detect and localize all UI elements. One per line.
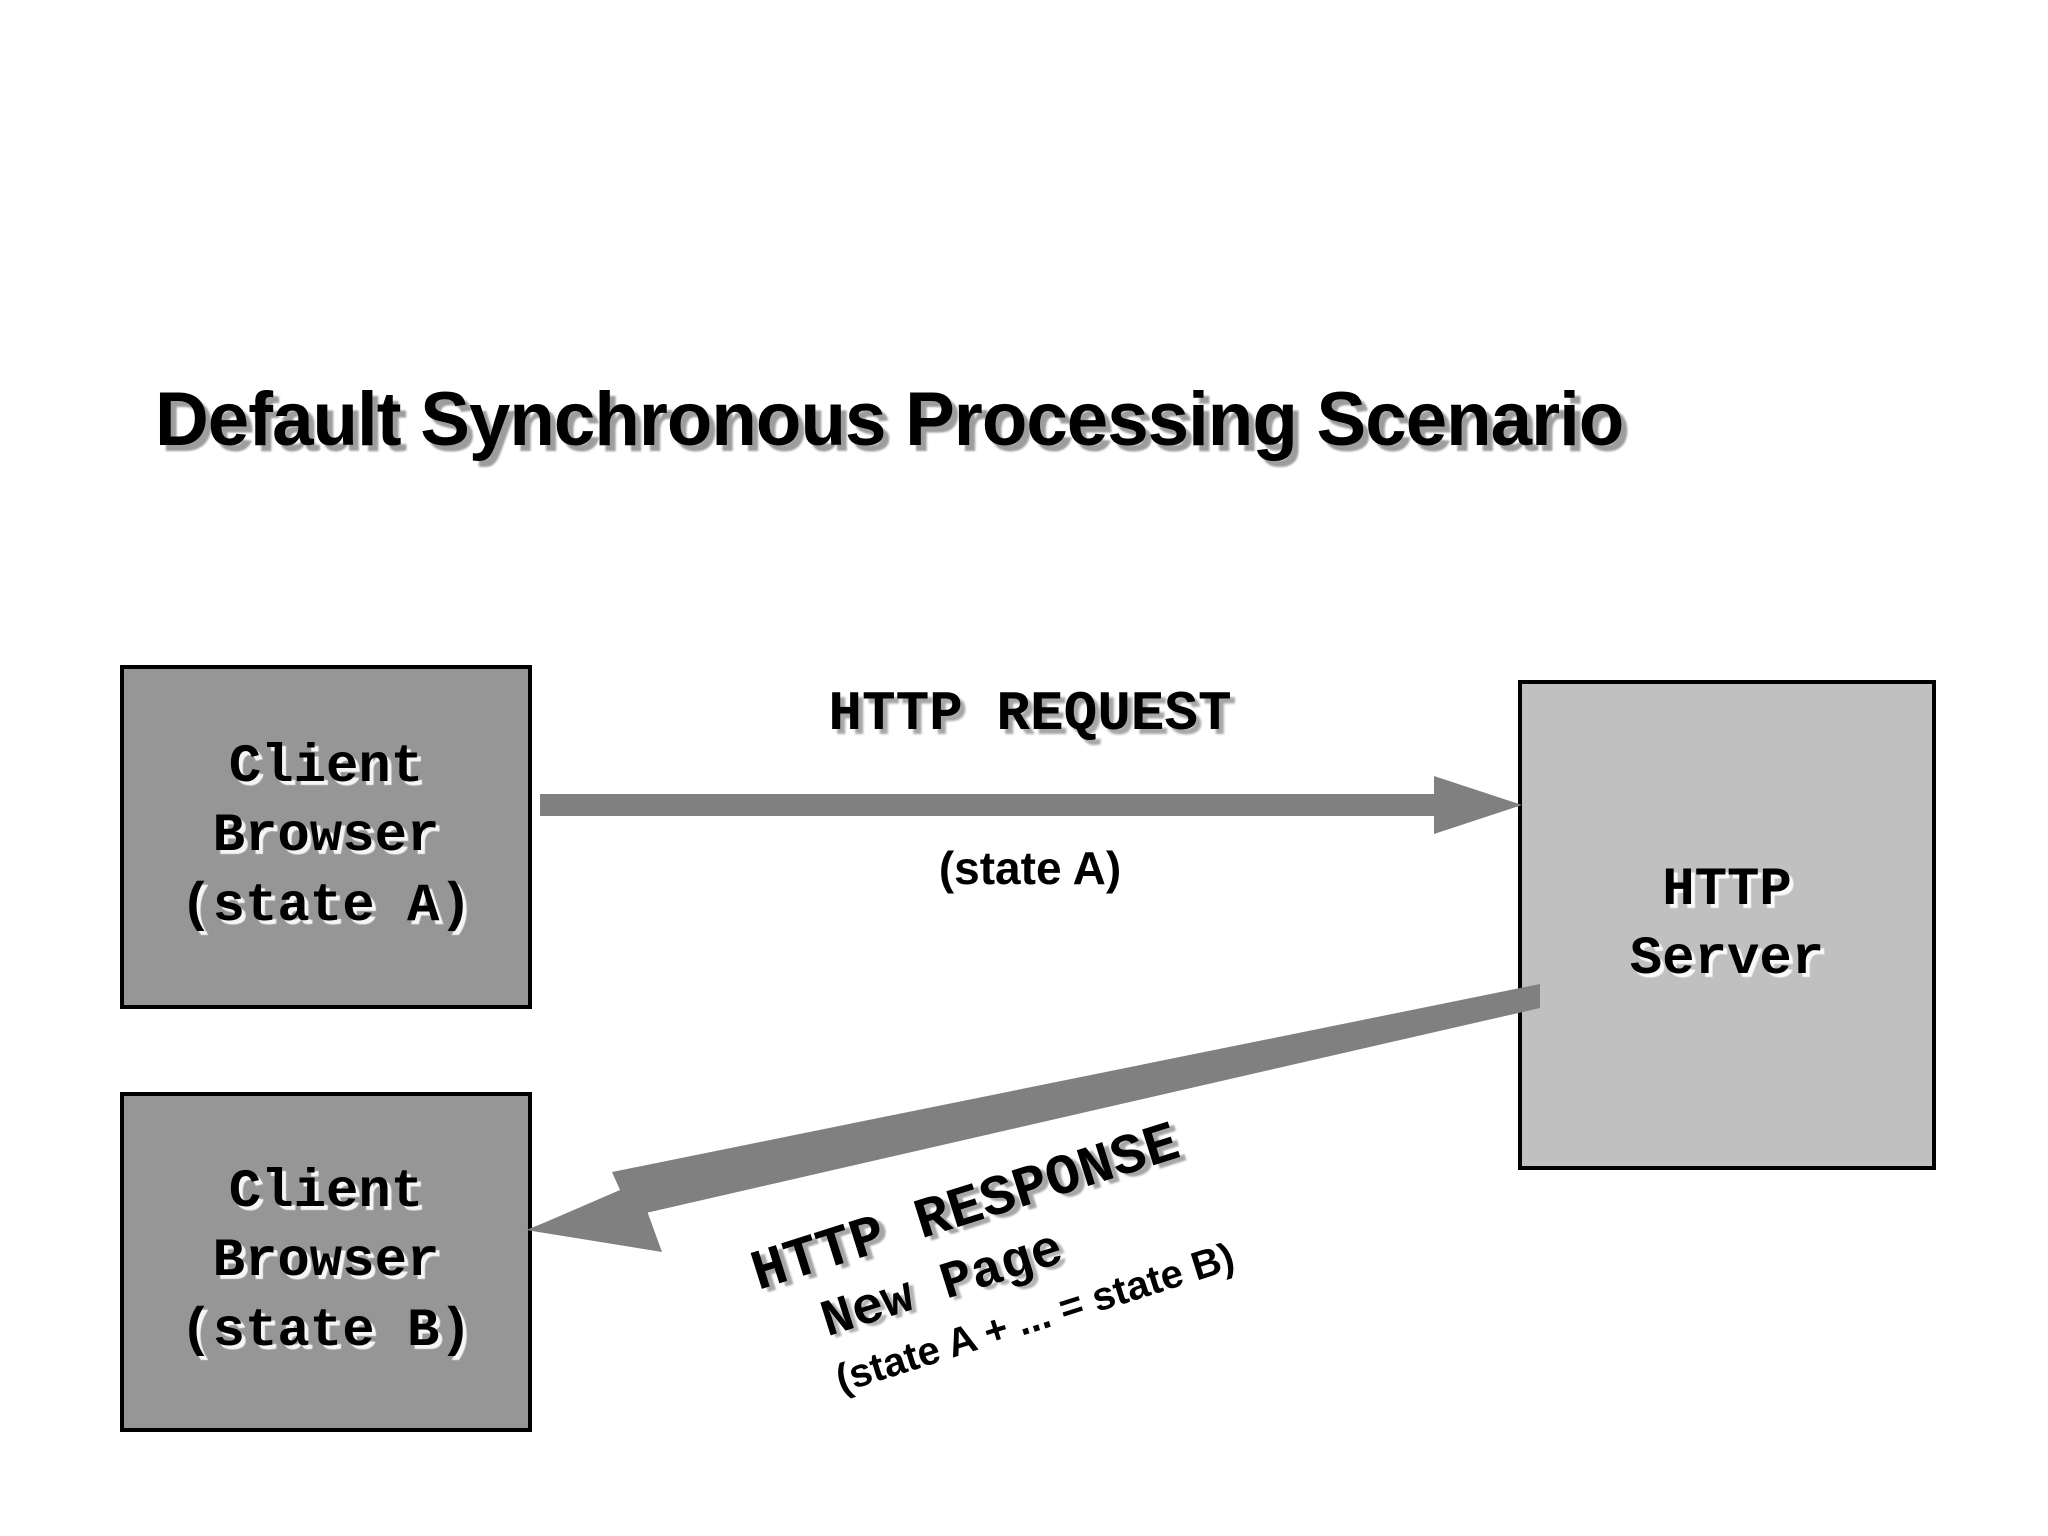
http-request-state-label: (state A) xyxy=(938,842,1122,894)
http-server-line-2: Server xyxy=(1629,929,1825,990)
http-response-arrow-icon xyxy=(526,984,1540,1252)
client-b-line-1: Client xyxy=(228,1162,424,1224)
http-server-line-1: HTTP xyxy=(1662,859,1792,921)
client-browser-state-b-box: Client Browser (state B) xyxy=(120,1092,532,1432)
client-a-line-2: Browser xyxy=(212,806,440,868)
http-request-label: HTTP REQUEST xyxy=(828,682,1232,746)
http-request-arrow-icon xyxy=(540,776,1522,834)
http-server-box: HTTP Server xyxy=(1518,680,1936,1170)
client-b-line-3: (state B) xyxy=(180,1300,472,1362)
client-a-line-1: Client xyxy=(228,737,424,799)
client-browser-state-a-box: Client Browser (state A) xyxy=(120,665,532,1009)
client-a-line-3: (state A) xyxy=(180,875,472,937)
client-b-line-2: Browser xyxy=(212,1231,440,1293)
page-title: Default Synchronous Processing Scenario xyxy=(155,377,1624,462)
